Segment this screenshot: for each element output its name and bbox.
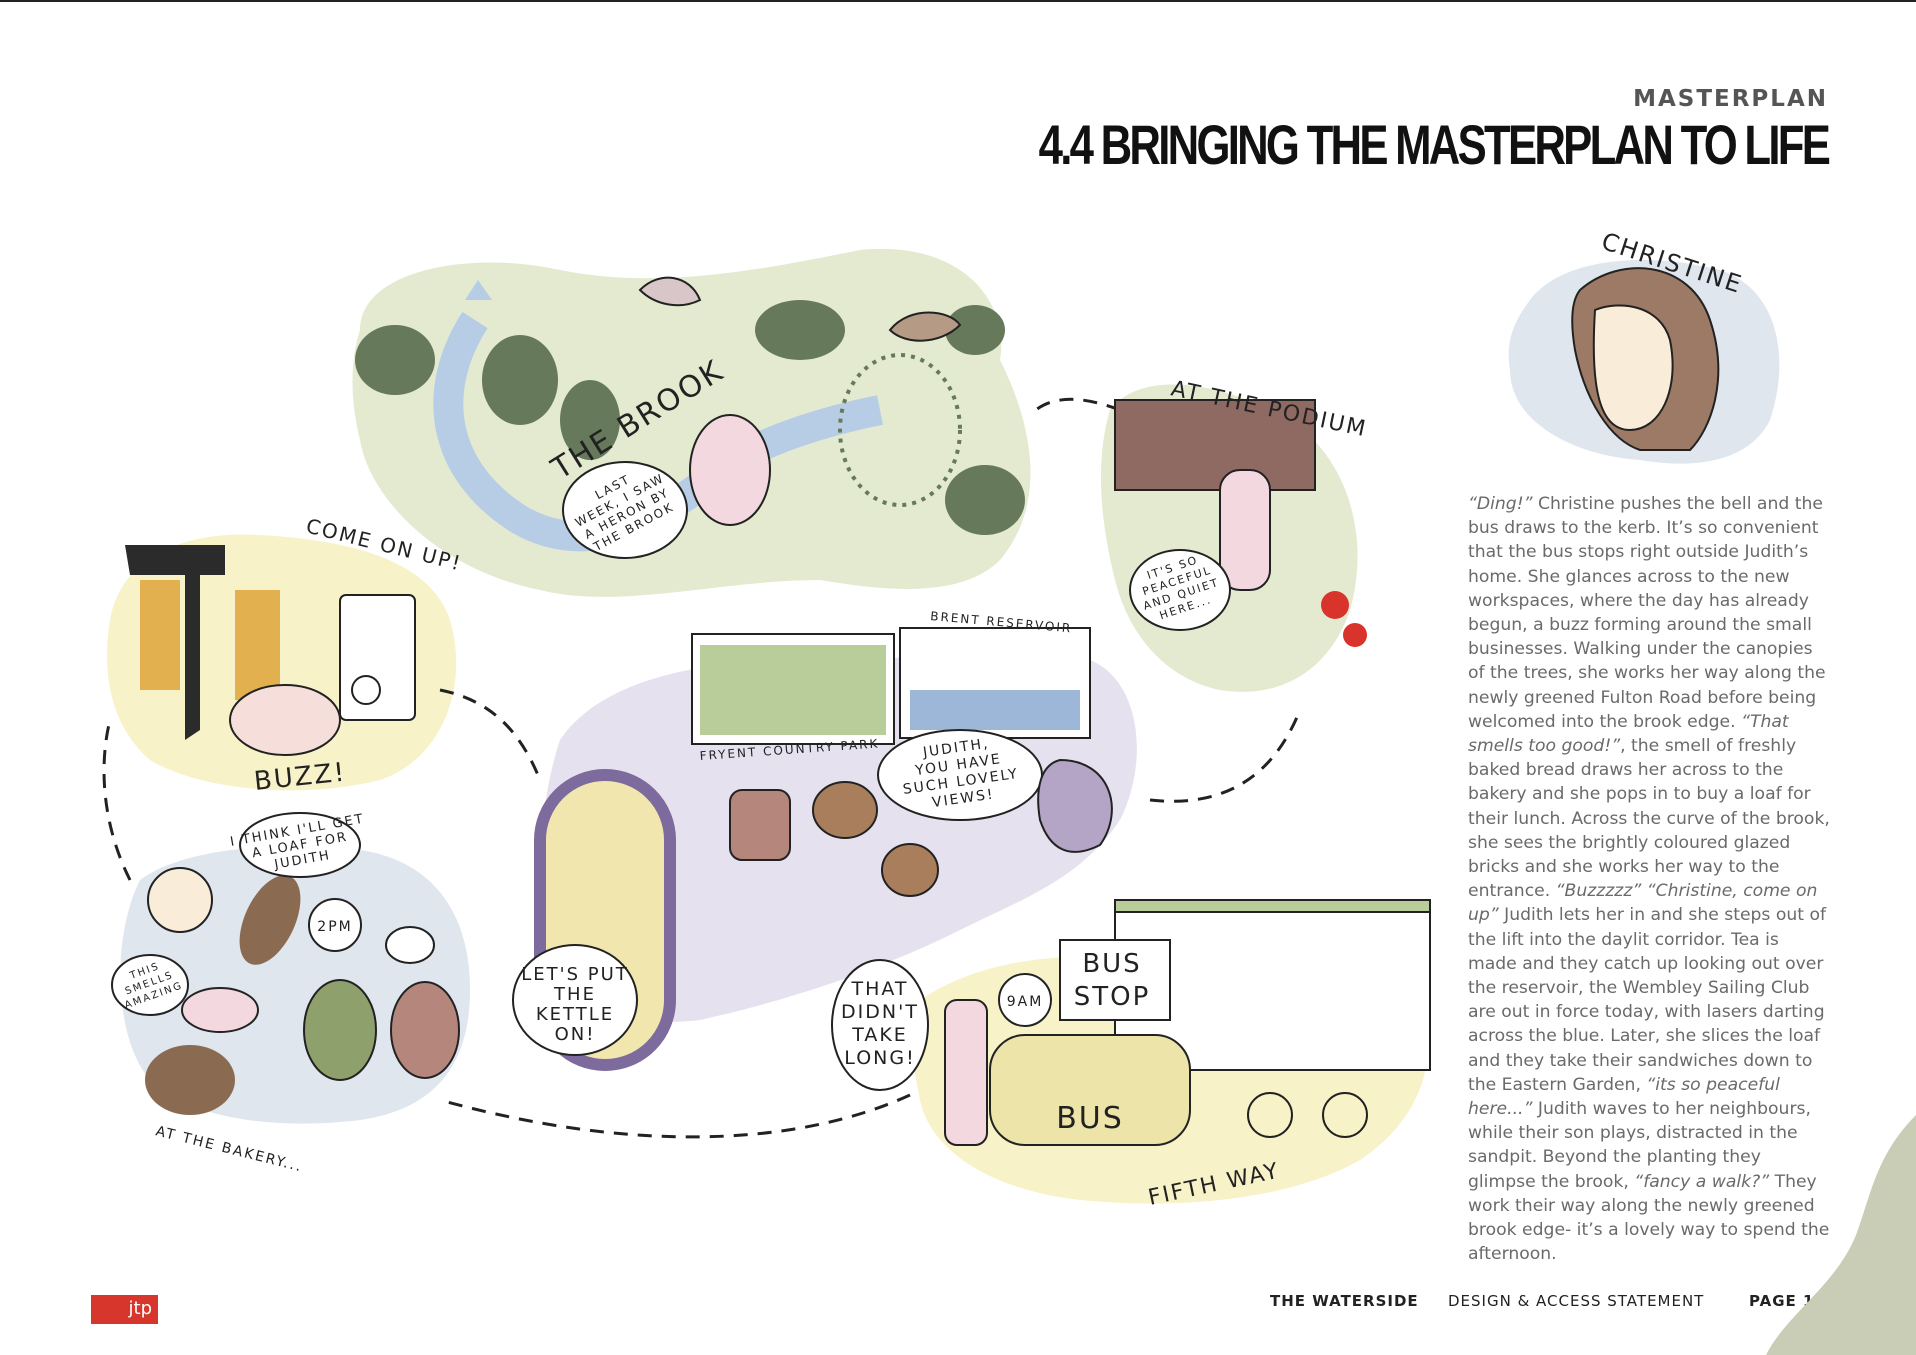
bicycle-wheel [1247,1092,1293,1138]
green-roof [1114,899,1431,913]
speech-kettle-line-3: KETTLE [536,1004,614,1025]
tree-cluster [355,325,435,395]
bread-loaf [239,875,301,965]
bus-stop-sign [1059,939,1171,1021]
story-text: “Ding!” Christine pushes the bell and th… [1468,492,1833,1267]
chef-hat [385,926,435,964]
park-view [700,645,886,735]
intercom-panel [339,594,416,721]
bus-stop-line-1: BUS [1082,949,1141,979]
kettle-icon [729,789,791,861]
footer-project: THE WATERSIDE [1270,1292,1419,1310]
clock-2pm-label: 2PM [317,919,352,935]
speech-bubble-peaceful [1129,549,1231,631]
footer-document: DESIGN & ACCESS STATEMENT [1448,1292,1705,1310]
podium-person [1219,469,1271,591]
route-arrow [1149,709,1302,803]
story-segment: “Buzzzzz” “Christine, come on up” [1468,881,1818,926]
story-paragraph: “Ding!” Christine pushes the bell and th… [1468,492,1833,1267]
story-segment: “That smells too good!” [1468,711,1789,757]
story-segment: Judith waves to her neighbours, while th… [1468,1099,1811,1192]
clock-9am-label: 9AM [1007,994,1044,1010]
croissant [181,987,259,1033]
speech-bubble-loaf [239,812,361,878]
route-arrow [439,1093,911,1139]
intercom-button [351,675,381,705]
glazed-wall [235,590,280,700]
jtp-logo-text: jtp [128,1298,152,1319]
section-label: MASTERPLAN [1633,86,1828,112]
duck-bird [888,311,962,342]
speech-kettle-line-1: LET'S PUT [521,964,629,985]
tree-cluster [560,380,620,460]
route-arrow [1028,397,1121,417]
speech-long-line-4: LONG! [844,1047,915,1069]
story-segment: Christine pushes the bell and the bus dr… [1468,494,1826,732]
bakery-shopper-head [147,867,213,933]
christine-face [1592,304,1674,432]
route-arrow [439,688,542,781]
baker-figure [303,979,377,1081]
clock-2pm [308,898,362,952]
sandwich-icon [881,843,939,897]
story-segment: “fancy a walk?” [1634,1171,1770,1192]
willow-tree [838,353,962,507]
speech-bubble-smell [111,954,189,1016]
pressing-hand [229,684,341,756]
route-arrow [102,719,132,881]
speech-bubble-long [831,959,929,1091]
speech-kettle-line-4: ON! [555,1024,596,1045]
poppy [1343,623,1367,647]
decorative-sage-shape [1766,1115,1916,1355]
bus-label: BUS [1056,1101,1124,1136]
page-title: 4.4 BRINGING THE MASTERPLAN TO LIFE [1038,113,1831,176]
speech-bubble-heron [562,461,688,559]
bus-stop-line-2: STOP [1074,982,1151,1012]
sandwich-icon [812,781,878,839]
story-segment: They work their way along the newly gree… [1468,1171,1830,1265]
top-rule [0,0,1916,2]
heron-bird [638,276,702,307]
fifth-way-person [944,999,988,1146]
podium-building [1114,399,1316,491]
clock-9am [998,973,1052,1027]
brook-arrow [465,280,492,300]
tree-cluster [945,465,1025,535]
speech-long-line-2: DIDN'T [841,1001,919,1023]
story-segment: , the smell of freshly baked bread draws… [1468,736,1830,902]
people-in-park [689,414,771,526]
tree-cluster [945,305,1005,355]
speech-long-line-3: TAKE [851,1024,908,1046]
bus [989,1034,1191,1146]
reservoir-view [910,690,1080,730]
story-segment: Judith lets her in and she steps out of … [1468,905,1827,1095]
bicycle-wheel [1322,1092,1368,1138]
tree-cluster [482,335,558,425]
chef-figure [390,981,460,1079]
story-segment: “Ding!” [1468,494,1533,514]
bread-loaf [145,1045,235,1115]
speech-kettle-line-2: THE [553,984,596,1005]
flower-vase [1037,758,1113,853]
poppy [1321,591,1349,619]
speech-long-line-1: THAT [850,978,908,1000]
jtp-logo: jtp [91,1295,158,1324]
glazed-wall [140,580,180,690]
tree-cluster [755,300,845,360]
jtp-building-icon [125,545,225,740]
bakery-title: AT THE BAKERY... [154,1123,304,1175]
speech-bubble-kettle [512,944,638,1056]
story-segment: “its so peaceful here...” [1468,1074,1780,1120]
